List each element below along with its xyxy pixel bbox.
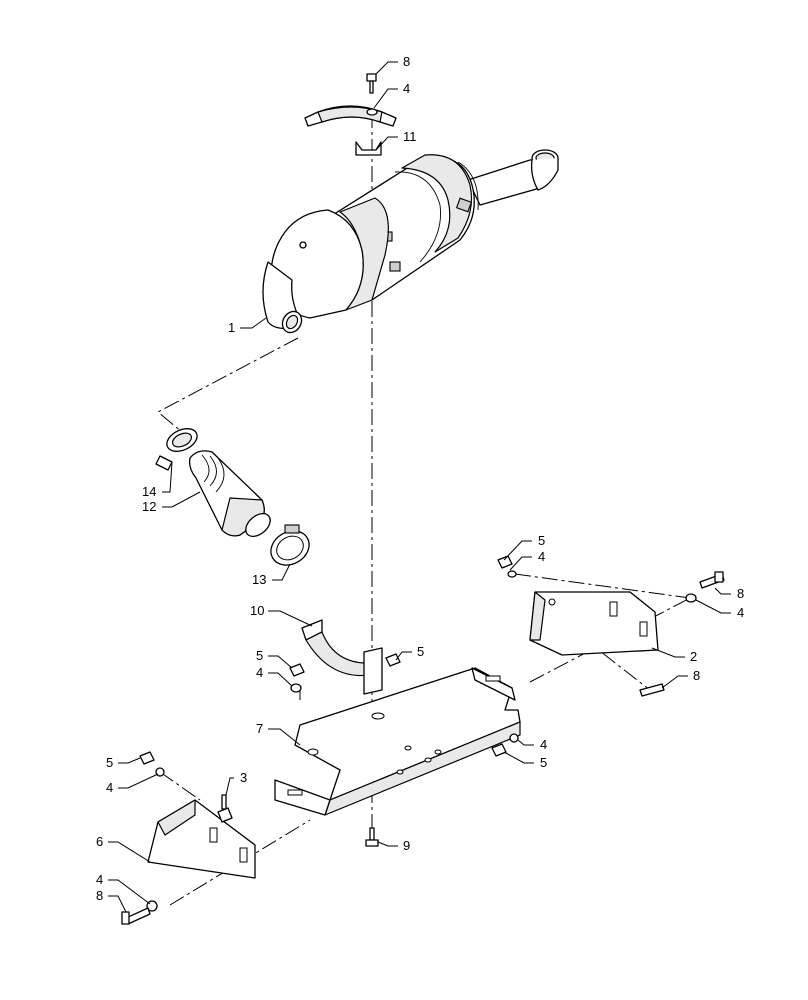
callout-5-right-low: 5 — [540, 755, 547, 770]
callout-8-right-low: 8 — [693, 668, 700, 683]
callout-10: 10 — [250, 603, 264, 618]
callout-4-left: 4 — [106, 780, 113, 795]
callout-14: 14 — [142, 484, 156, 499]
callout-9: 9 — [403, 838, 410, 853]
callout-4-right: 4 — [737, 605, 744, 620]
mounting-plate-part-7 — [274, 667, 521, 816]
callout-8-top: 8 — [403, 54, 410, 69]
callout-labels: 8 4 11 1 14 12 13 5 4 8 4 10 5 4 5 2 8 7… — [96, 54, 744, 903]
canister-part-1 — [262, 149, 559, 334]
callout-2: 2 — [690, 649, 697, 664]
upper-strap-part-11 — [304, 105, 397, 156]
left-bracket-part-6 — [147, 799, 256, 879]
callout-13: 13 — [252, 572, 266, 587]
right-bracket-part-2 — [529, 591, 659, 656]
callout-1: 1 — [228, 320, 235, 335]
callout-11: 11 — [403, 129, 417, 144]
callout-5-left: 5 — [106, 755, 113, 770]
callout-4-right-top: 4 — [538, 549, 545, 564]
callout-5-center: 5 — [417, 644, 424, 659]
callout-4-mid: 4 — [256, 665, 263, 680]
lower-strap-part-10 — [301, 619, 383, 695]
callout-4-left-low: 4 — [96, 872, 103, 887]
callout-4-right-low: 4 — [540, 737, 547, 752]
callout-3: 3 — [240, 770, 247, 785]
callout-12: 12 — [142, 499, 156, 514]
leader-lines — [108, 61, 731, 913]
callout-6: 6 — [96, 834, 103, 849]
callout-5-right-top: 5 — [538, 533, 545, 548]
callout-5-mid: 5 — [256, 648, 263, 663]
callout-7: 7 — [256, 721, 263, 736]
callout-8-right: 8 — [737, 586, 744, 601]
callout-4-top: 4 — [403, 81, 410, 96]
flex-pipe-part-12 — [155, 428, 310, 566]
callout-8-left-low: 8 — [96, 888, 103, 903]
